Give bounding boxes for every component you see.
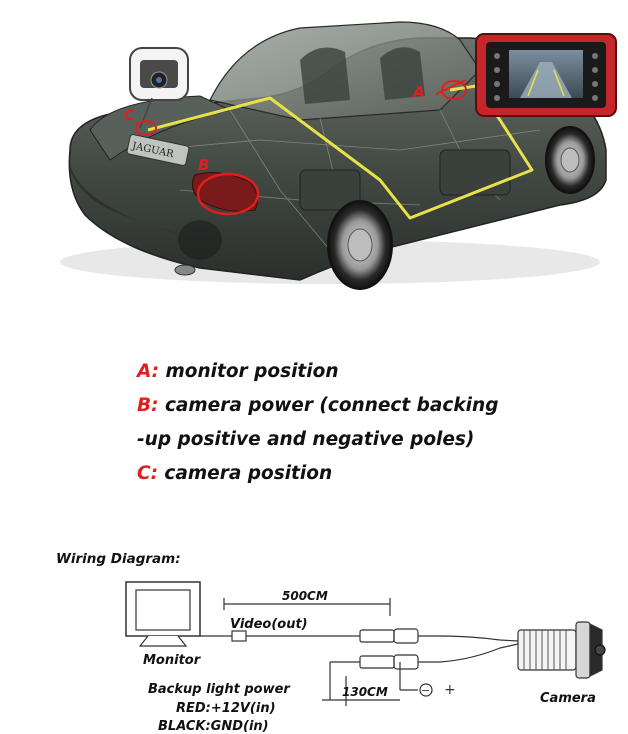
red-wire-label: RED:+12V(in) [176, 701, 276, 716]
callout-c: C [124, 108, 157, 136]
camera-inset [129, 47, 189, 129]
callout-a: A [412, 79, 467, 101]
camera-icon [517, 621, 606, 679]
minus-sign: − [421, 684, 430, 697]
wiring-diagram [125, 581, 606, 706]
backup-light-label: Backup light power [148, 682, 291, 697]
plus-sign: + [444, 682, 456, 698]
wiring-title: Wiring Diagram: [56, 551, 181, 567]
monitor-inset [475, 33, 617, 117]
black-wire-label: BLACK:GND(in) [158, 719, 269, 734]
length-main-label: 500CM [282, 589, 328, 603]
legend-item-b-cont: -up positive and negative poles) [137, 429, 475, 450]
video-label: Video(out) [230, 617, 308, 632]
svg-text:A: A [412, 83, 425, 101]
legend: A: monitor position B: camera power (con… [137, 355, 607, 491]
svg-text:C: C [124, 108, 135, 124]
camera-label: Camera [540, 691, 596, 706]
legend-item-b: B: camera power (connect backing [137, 395, 499, 416]
callout-b: B [196, 156, 260, 216]
svg-text:B: B [198, 156, 209, 174]
length-power-label: 130CM [342, 685, 388, 699]
monitor-label: Monitor [143, 653, 202, 668]
legend-item-a: A: monitor position [137, 361, 339, 382]
legend-item-c: C: camera position [137, 463, 333, 484]
